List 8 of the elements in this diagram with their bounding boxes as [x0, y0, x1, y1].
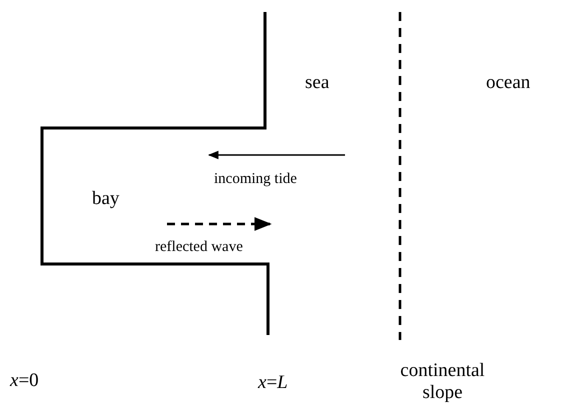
region-label: sea [305, 72, 330, 94]
region-label: bay [92, 188, 120, 210]
arrow-label: reflected wave [155, 238, 243, 257]
position-label: x=L [258, 372, 288, 394]
region-label: ocean [486, 72, 530, 94]
position-label: x=0 [10, 370, 39, 392]
arrow-label: incoming tide [214, 170, 297, 189]
region-label: continental slope [399, 360, 486, 404]
